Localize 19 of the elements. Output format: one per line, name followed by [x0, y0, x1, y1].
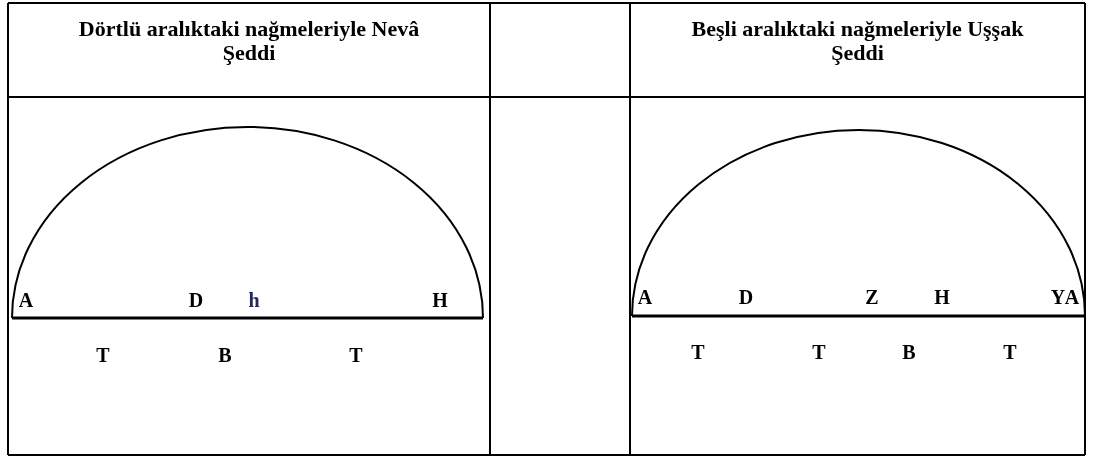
note-letter: h	[248, 290, 260, 310]
interval-letter: T	[812, 342, 826, 362]
note-letter: A	[637, 287, 653, 307]
interval-letter: T	[691, 342, 705, 362]
note-letter: D	[738, 287, 754, 307]
note-letter: D	[188, 290, 204, 310]
column-heading: Dörtlü aralıktaki nağmeleriyle Nevâ Şeddi	[77, 17, 421, 65]
note-letter: Z	[865, 287, 879, 307]
note-letter: Y	[1050, 287, 1066, 307]
interval-letter: T	[1003, 342, 1017, 362]
interval-letter: T	[349, 345, 363, 365]
interval-letter: B	[902, 342, 916, 362]
interval-letter: T	[96, 345, 110, 365]
column-heading: Beşli aralıktaki nağmeleriyle Uşşak Şeddi	[690, 17, 1025, 65]
note-letter: A	[1064, 287, 1080, 307]
note-letter: H	[934, 287, 950, 307]
note-letter: A	[18, 290, 34, 310]
interval-letter: B	[218, 345, 232, 365]
note-letter: H	[432, 290, 448, 310]
